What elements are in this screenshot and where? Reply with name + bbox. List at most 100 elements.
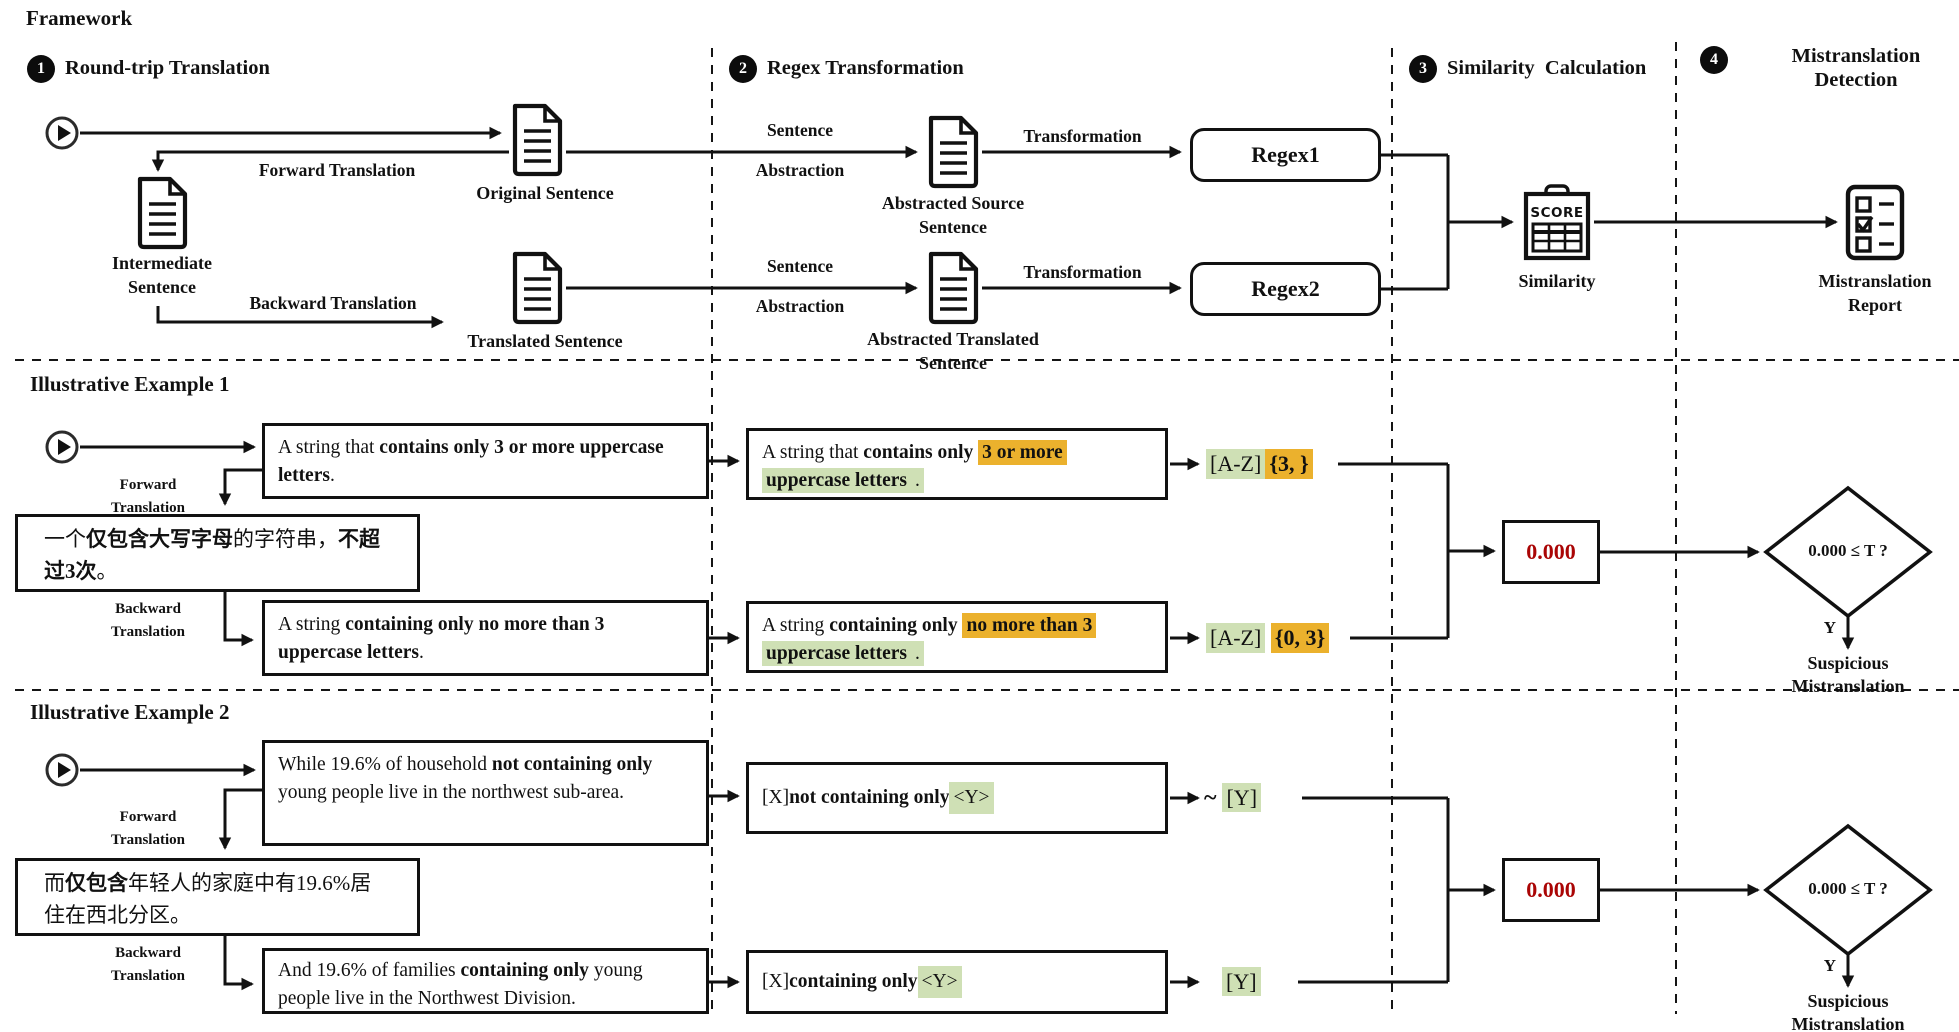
text-segment: <Y> [917, 965, 962, 999]
regex2-node: Regex2 [1190, 262, 1381, 316]
ex2-source-box: While 19.6% of household not containing … [262, 740, 709, 846]
ex1-regex-back: [A-Z] {0, 3} [1206, 621, 1330, 655]
ex1-backward-line2: Translation [111, 623, 185, 640]
text-segment: containing only [829, 615, 958, 636]
step-title-line-1: Mistranslation [1791, 45, 1921, 67]
ex2-backward-label: Backward Translation [92, 942, 204, 987]
ex2-pattern-source: ~ [Y] [1204, 781, 1262, 815]
ex2-decision-text: 0.000 ≤ T ? [1808, 879, 1888, 898]
ex2-score-value: 0.000 [1526, 877, 1576, 902]
abs-source-caption-line2: Sentence [919, 216, 987, 237]
step-title-similarity-calculation: Similarity Calculation [1447, 57, 1647, 79]
step-title-line-2: Detection [1814, 68, 1898, 91]
text-segment: A string that [762, 442, 864, 463]
ex1-regex-source: [A-Z]{3, } [1206, 447, 1313, 481]
ex2-forward-line1: Forward [119, 809, 177, 825]
text-segment: contains only 3 or more uppercase letter… [278, 437, 664, 487]
document-icon-abstracted-source [928, 115, 979, 189]
text-segment: . [910, 641, 924, 667]
ex1-decision-diamond [1763, 485, 1933, 619]
text-segment: [Y] [1222, 967, 1261, 996]
step-title-round-trip: Round-trip Translation [65, 57, 270, 79]
text-segment: [X] [762, 786, 790, 808]
text-segment: . [329, 465, 335, 487]
edge-label-transformation-a: Transformation [1023, 126, 1142, 146]
edge-label-abstraction-b: Abstraction [755, 296, 845, 316]
regex1-label: Regex1 [1251, 142, 1320, 167]
ex1-result-line2: Mistranslation [1791, 675, 1905, 696]
regex2-label: Regex2 [1251, 276, 1320, 301]
figure-title: Framework [26, 6, 133, 30]
ex2-decision-diamond [1763, 823, 1933, 957]
divider-col-1 [711, 48, 713, 1014]
abs-translated-caption-line1: Abstracted Translated [867, 329, 1039, 349]
text-segment: <Y> [949, 781, 994, 815]
step-badge-4: 4 [1700, 46, 1728, 74]
ex1-forward-line2: Translation [111, 499, 185, 516]
text-segment: . [418, 642, 424, 664]
ex2-play-icon [45, 753, 79, 787]
abs-source-caption-line1: Abstracted Source [881, 193, 1025, 213]
text-segment: 仅包含 [65, 871, 128, 895]
play-icon [45, 116, 79, 150]
document-icon-original [512, 103, 563, 177]
node-caption-intermediate: Intermediate Sentence [87, 252, 237, 300]
score-icon-text: SCORE [1530, 205, 1583, 221]
text-segment: not containing only [789, 786, 950, 808]
abs-translated-caption-line2: Sentence [919, 352, 987, 373]
ex2-pattern-back-chip: [Y] [1222, 967, 1261, 996]
text-segment: 3 or more [978, 440, 1067, 465]
node-caption-original: Original Sentence [476, 183, 614, 203]
divider-row-1 [15, 359, 1959, 361]
text-segment: A string [278, 614, 346, 635]
regex1-node: Regex1 [1190, 128, 1381, 182]
text-segment: [A-Z] [1206, 449, 1266, 479]
ex1-abstracted-source-box: A string that contains only 3 or more up… [746, 428, 1168, 500]
ex1-forward-line1: Forward [119, 477, 177, 493]
ex1-backtranslation-box: A string containing only no more than 3 … [262, 600, 709, 676]
ex1-arrow-forward [218, 468, 262, 506]
ex1-score-value: 0.000 [1526, 539, 1576, 564]
text-segment: contains only [863, 442, 974, 463]
ex2-abstracted-back-box: [X] containing only <Y> [746, 950, 1168, 1014]
edge-label-abstraction-a: Abstraction [755, 160, 845, 180]
score-clipboard-icon: SCORE [1523, 184, 1591, 261]
ex1-yes-label: Y [1823, 618, 1836, 637]
ex1-backward-line1: Backward [115, 601, 181, 617]
text-segment: young people live in the northwest sub-a… [278, 782, 625, 804]
document-icon-abstracted-translated [928, 251, 979, 325]
edge-label-sentence-b: Sentence [766, 256, 834, 276]
ex2-arrow-forward [218, 788, 262, 850]
arrow-forward-translation [151, 150, 509, 172]
node-caption-abstracted-translated: Abstracted Translated Sentence [858, 328, 1048, 376]
text-segment: containing only [460, 960, 589, 981]
ex2-pattern-back: [Y] [1222, 965, 1261, 999]
ex2-forward-line2: Translation [111, 831, 185, 848]
text-segment: . [910, 468, 924, 494]
edge-label-forward-translation: Forward Translation [258, 160, 416, 180]
ex1-result-line1: Suspicious [1807, 653, 1889, 673]
text-segment: 的字符串， [233, 527, 338, 551]
text-segment: [A-Z] [1206, 623, 1266, 653]
text-segment: 而 [44, 871, 65, 895]
text-segment: {3, } [1265, 449, 1313, 479]
text-segment: [X] [762, 970, 790, 992]
report-caption-line2: Report [1848, 294, 1902, 315]
edge-label-sentence-a: Sentence [766, 120, 834, 140]
text-segment: uppercase letters [762, 468, 911, 494]
ex2-result-line1: Suspicious [1807, 991, 1889, 1011]
node-caption-similarity: Similarity [1518, 271, 1596, 291]
node-caption-intermediate-line1: Intermediate [112, 253, 212, 273]
report-caption-line1: Mistranslation [1818, 271, 1932, 291]
step-title-regex-transformation: Regex Transformation [767, 57, 964, 79]
divider-col-2 [1391, 48, 1393, 1014]
ex1-forward-label: Forward Translation [92, 474, 204, 519]
text-segment: young people live in the Northwest Divis… [278, 960, 643, 1010]
text-segment: no more than 3 [962, 613, 1097, 638]
step-title-mistranslation-detection: Mistranslation Detection [1760, 45, 1952, 92]
text-segment: 一个 [44, 527, 86, 551]
text-segment: While 19.6% of household [278, 754, 492, 775]
step-badge-3: 3 [1409, 55, 1437, 83]
ex2-yes-label: Y [1823, 956, 1836, 975]
